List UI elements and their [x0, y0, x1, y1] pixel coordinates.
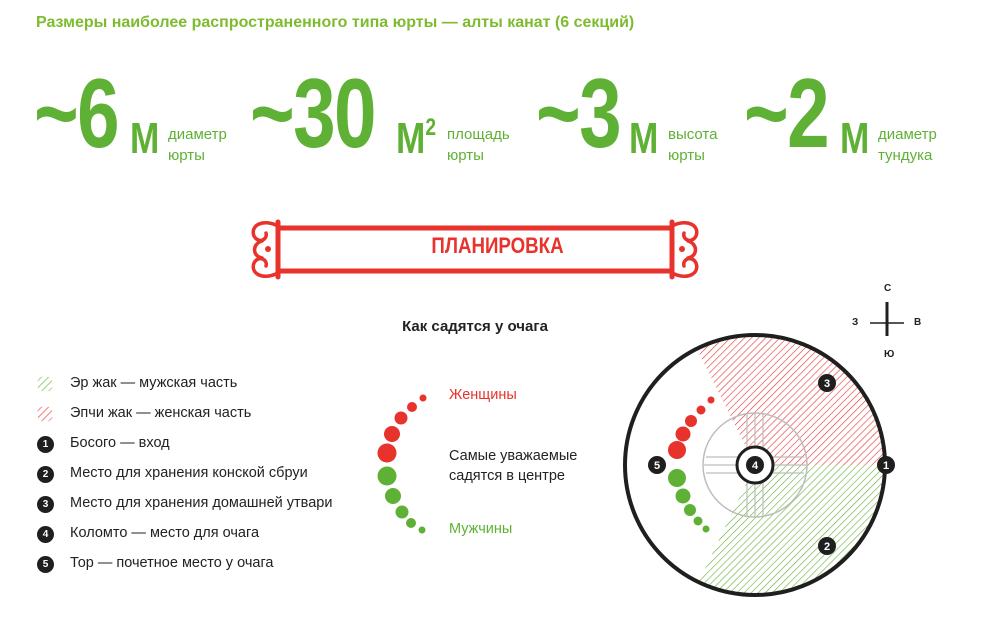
man-dot: [406, 518, 416, 528]
woman-dot: [419, 394, 427, 402]
stat-desc: диаметр тундука: [878, 124, 937, 166]
center-note-line1: Самые уважаемые: [449, 448, 578, 464]
stat-value: ~3: [536, 58, 622, 168]
stat-unit: М2: [396, 114, 436, 171]
plan-badge-4: 4: [746, 456, 764, 474]
compass-east: В: [914, 317, 922, 328]
number-badge: 1: [37, 436, 54, 453]
stat-desc-line2: юрты: [447, 147, 484, 164]
men-label: Мужчины: [449, 521, 513, 537]
ornament-right-icon: [670, 221, 699, 278]
stat-value: ~2: [744, 58, 830, 168]
number-badge: 3: [37, 496, 54, 513]
man-dot: [385, 488, 401, 504]
seating-title: Как садятся у очага: [402, 318, 548, 335]
man-dot: [377, 466, 397, 486]
stat-desc: высота юрты: [668, 124, 717, 166]
woman-dot: [394, 411, 408, 425]
woman-dot: [685, 415, 697, 427]
man-dot: [684, 504, 696, 516]
stat-desc-line2: тундука: [878, 147, 933, 164]
plan-badge-3: 3: [818, 374, 836, 392]
svg-text:5: 5: [654, 460, 660, 472]
stat-desc-line1: диаметр: [168, 126, 227, 143]
woman-dot: [377, 443, 397, 463]
woman-dot: [384, 426, 400, 442]
legend-item-honor-place: 5 Тор — почетное место у очага: [36, 553, 396, 575]
page-title: Размеры наиболее распространенного типа …: [36, 14, 635, 31]
men-side-area: [690, 465, 885, 595]
banner-frame: [251, 219, 699, 280]
woman-dot: [707, 396, 715, 404]
woman-dot: [696, 405, 706, 415]
stat-unit-power: 2: [425, 114, 437, 141]
legend-item-hearth: 4 Коломто — место для очага: [36, 523, 396, 545]
legend-item-utensil-storage: 3 Место для хранения домашней утвари: [36, 493, 396, 515]
legend-label: Тор — почетное место у очага: [70, 555, 274, 571]
man-dot: [675, 488, 691, 504]
stat-desc-line1: площадь: [447, 126, 510, 143]
stat-desc-line2: юрты: [668, 147, 705, 164]
stat-value: ~6: [34, 58, 120, 168]
legend-item-harness-storage: 2 Место для хранения конской сбруи: [36, 463, 396, 485]
man-dot: [395, 505, 409, 519]
red-hatch-swatch-icon: [37, 406, 53, 422]
green-hatch-swatch-icon: [37, 376, 53, 392]
stat-unit-letter: М: [396, 114, 426, 163]
center-note: Самые уважаемые садятся в центре: [449, 446, 577, 486]
compass-icon: [870, 302, 904, 336]
svg-text:3: 3: [824, 378, 830, 390]
plan-badge-2: 2: [818, 537, 836, 555]
legend-label: Коломто — место для очага: [70, 525, 260, 541]
number-badge: 5: [37, 556, 54, 573]
ornament-left-icon: [251, 221, 280, 278]
woman-dot: [675, 426, 691, 442]
stat-desc-line1: диаметр: [878, 126, 937, 143]
stat-unit: М: [130, 114, 160, 163]
number-badge: 4: [37, 526, 54, 543]
legend-item-men-side: Эр жак — мужская часть: [36, 373, 396, 395]
legend-label: Эр жак — мужская часть: [70, 375, 238, 391]
banner-title: ПЛАНИРОВКА: [431, 233, 564, 258]
legend-item-women-side: Эпчи жак — женская часть: [36, 403, 396, 425]
plan-badge-1: 1: [877, 456, 895, 474]
man-dot: [702, 525, 710, 533]
stat-desc-line1: высота: [668, 126, 718, 143]
legend-label: Место для хранения конской сбруи: [70, 465, 308, 481]
woman-dot: [668, 441, 686, 459]
stat-value: ~30: [250, 58, 377, 168]
number-badge: 2: [37, 466, 54, 483]
plan-badge-5: 5: [648, 456, 666, 474]
man-dot: [418, 526, 426, 534]
legend-label: Эпчи жак — женская часть: [70, 405, 252, 421]
women-label: Женщины: [449, 387, 517, 403]
legend-label: Босого — вход: [70, 435, 170, 451]
compass-south: Ю: [884, 349, 895, 360]
stat-desc-line2: юрты: [168, 147, 205, 164]
center-note-line2: садятся в центре: [449, 468, 565, 484]
compass-west: З: [852, 317, 859, 328]
man-dot: [668, 469, 686, 487]
svg-text:2: 2: [824, 541, 830, 553]
seating-dots: [377, 394, 427, 534]
woman-dot: [407, 402, 417, 412]
stat-desc: диаметр юрты: [168, 124, 227, 166]
stat-unit: М: [840, 114, 870, 163]
legend-label: Место для хранения домашней утвари: [70, 495, 333, 511]
compass-north: С: [884, 283, 892, 294]
stat-unit: М: [629, 114, 659, 163]
man-dot: [693, 516, 703, 526]
stat-desc: площадь юрты: [447, 124, 510, 166]
svg-text:1: 1: [883, 460, 889, 472]
legend-item-entrance: 1 Босого — вход: [36, 433, 396, 455]
svg-text:4: 4: [752, 460, 759, 472]
women-side-area: [690, 335, 885, 465]
